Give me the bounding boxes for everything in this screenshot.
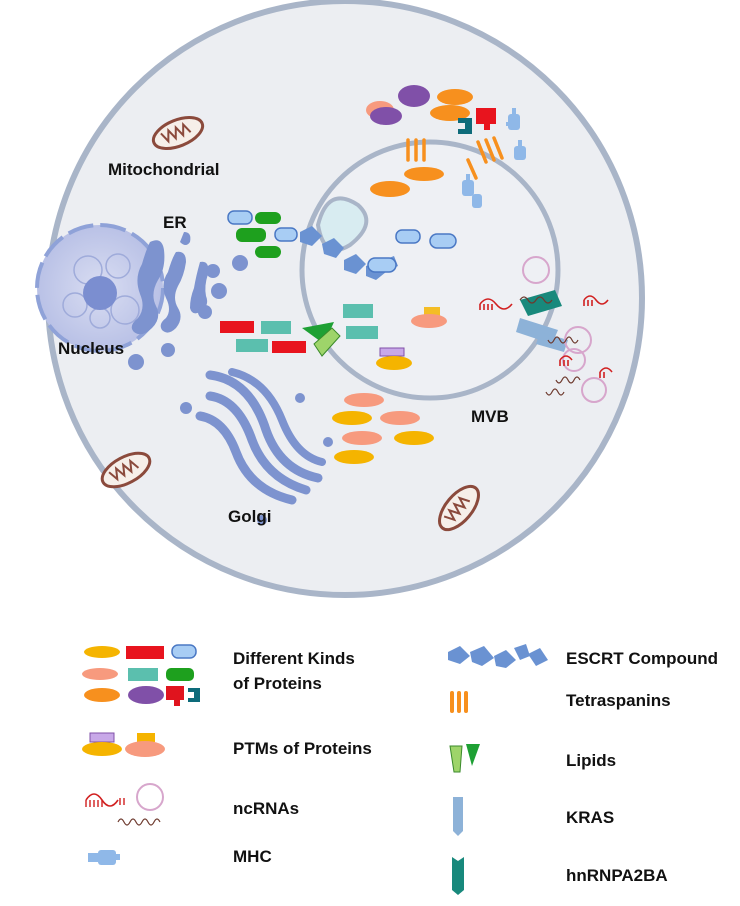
- ptm-proteins-mvb: [376, 307, 447, 370]
- legend-item-escrt: ESCRT Compound: [448, 644, 718, 668]
- legend-label-tetraspanins: Tetraspanins: [566, 691, 671, 710]
- nucleus: [35, 223, 165, 353]
- endoplasmic-reticulum: [128, 232, 248, 370]
- legend-kras-icon: [453, 797, 463, 836]
- ncrna-cell: [479, 256, 613, 403]
- legend-label-kras: KRAS: [566, 808, 614, 827]
- vesicle-capsules: [227, 210, 457, 273]
- green-proteins: [236, 212, 281, 258]
- legend-label-hnrnpa2ba: hnRNPA2BA: [566, 866, 668, 885]
- legend-item-tetraspanins: Tetraspanins: [450, 691, 671, 713]
- legend-proteins-icon: [82, 644, 200, 706]
- red-teal-proteins: [220, 304, 378, 357]
- legend-item-hnrnpa2ba: hnRNPA2BA: [452, 857, 668, 895]
- legend-label-ptms: PTMs of Proteins: [233, 739, 372, 758]
- legend-ptms-icon: [82, 732, 165, 757]
- legend-item-mhc: MHC: [88, 847, 272, 866]
- legend-item-ncrnas: ncRNAs: [85, 783, 299, 826]
- legend: Different Kinds of Proteins PTMs of Prot…: [82, 644, 718, 895]
- label-er: ER: [163, 213, 187, 232]
- legend-item-proteins: Different Kinds of Proteins: [82, 644, 355, 706]
- nucleolus: [83, 276, 117, 310]
- legend-tetraspanins-icon: [450, 691, 468, 713]
- legend-item-lipids: Lipids: [449, 744, 616, 773]
- label-golgi: Golgi: [228, 507, 271, 526]
- orange-proteins-mvb: [370, 167, 444, 197]
- legend-label-proteins-1: Different Kinds: [233, 649, 355, 668]
- legend-label-lipids: Lipids: [566, 751, 616, 770]
- label-mvb: MVB: [471, 407, 509, 426]
- lower-protein-cluster: [332, 393, 434, 464]
- tetraspanins-cell: [406, 136, 504, 180]
- legend-item-ptms: PTMs of Proteins: [82, 732, 372, 758]
- legend-lipids-icon: [449, 744, 480, 773]
- legend-escrt-icon: [448, 644, 548, 668]
- legend-label-mhc: MHC: [233, 847, 272, 866]
- legend-mhc-icon: [88, 850, 120, 865]
- legend-hnrnpa2ba-icon: [452, 857, 464, 895]
- legend-label-escrt: ESCRT Compound: [566, 649, 718, 668]
- mitochondrion-top: [151, 116, 205, 150]
- legend-label-ncrnas: ncRNAs: [233, 799, 299, 818]
- label-mitochondrial: Mitochondrial: [108, 160, 219, 179]
- legend-item-kras: KRAS: [453, 797, 614, 836]
- top-protein-cluster: [366, 85, 526, 208]
- legend-ncrnas-icon: [85, 783, 164, 826]
- legend-label-proteins-2: of Proteins: [233, 674, 322, 693]
- mitochondrion-right: [438, 484, 480, 532]
- golgi-apparatus: [180, 368, 333, 525]
- cell-labels: Mitochondrial ER Nucleus Golgi MVB: [58, 160, 509, 526]
- label-nucleus: Nucleus: [58, 339, 124, 358]
- mitochondrion-left: [100, 451, 152, 489]
